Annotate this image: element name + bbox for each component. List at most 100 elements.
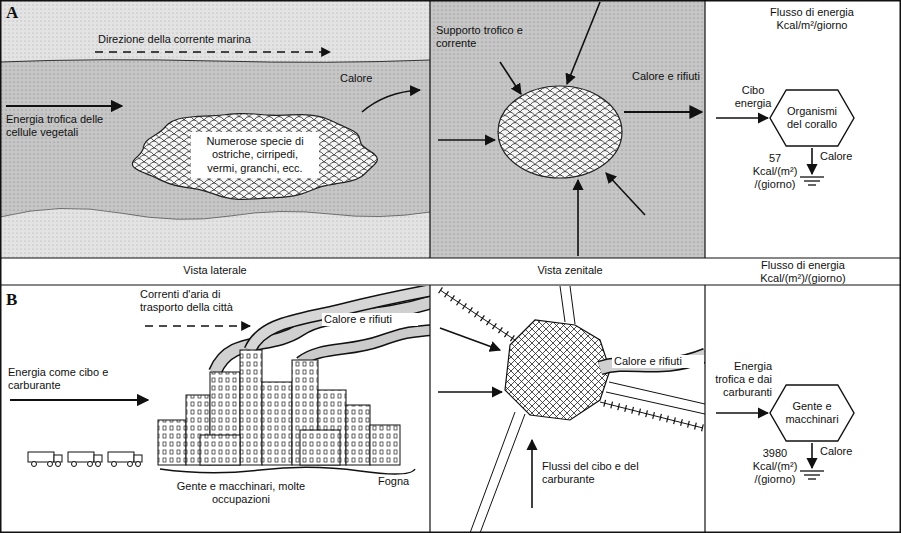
flow-arrow <box>606 173 645 215</box>
road <box>609 382 705 404</box>
flow-arrow <box>362 90 420 112</box>
view-caption: Vista zenitale <box>495 264 645 277</box>
flow-arrow <box>10 399 148 401</box>
sea-ground <box>0 0 705 258</box>
flow-arrow <box>6 52 420 112</box>
flow-arrow <box>716 117 768 119</box>
flow-arrow <box>6 105 122 107</box>
truck <box>88 462 93 467</box>
truck <box>134 455 142 462</box>
truck <box>68 452 94 462</box>
flow-arrow <box>438 2 702 256</box>
truck <box>136 462 141 467</box>
truck <box>72 462 77 467</box>
truck <box>28 452 142 467</box>
ground-symbol <box>804 474 820 475</box>
flow-arrow <box>500 62 521 94</box>
flow-label: Energia come cibo e carburante <box>8 366 128 392</box>
heat-label: Calore <box>820 445 865 458</box>
railway <box>440 290 703 428</box>
ground-symbol <box>808 478 816 479</box>
panel-frame <box>0 257 901 258</box>
population-label: Gente e macchinari, molte occupazioni <box>176 480 306 506</box>
road <box>570 286 575 324</box>
truck <box>28 452 54 462</box>
ground-symbol <box>800 176 824 177</box>
flow-arrow <box>624 111 702 113</box>
column-heading: Flusso di energia Kcal/(m²)/(giorno) <box>738 259 868 285</box>
city-top-view <box>505 320 610 420</box>
heat-label: Calore e rifiuti <box>612 355 704 368</box>
railway <box>600 402 703 428</box>
flow-arrow <box>438 391 502 393</box>
ground-symbol <box>804 180 820 181</box>
node-text: Numerose specie di ostriche, cirripedi, … <box>191 132 319 178</box>
hexagon-outline <box>770 385 854 441</box>
smoke-plume <box>600 355 705 368</box>
current-label: Direzione della corrente marina <box>98 33 318 46</box>
reef-colony: Numerose specie di ostriche, cirripedi, … <box>124 106 386 204</box>
node-text: Organismi del corallo <box>782 105 842 131</box>
sea-ground <box>0 60 430 63</box>
flow-arrow <box>95 51 330 52</box>
road <box>560 286 565 322</box>
city-top-view <box>505 320 610 420</box>
flow-arrow <box>567 2 600 84</box>
panel-letter: A <box>6 3 18 23</box>
sea-ground <box>430 0 705 258</box>
flow-arrow <box>440 328 500 350</box>
ground-symbol <box>808 184 816 185</box>
flow-arrow <box>811 443 813 468</box>
flow-label: Energia trofica delle cellule vegetali <box>6 113 131 139</box>
smoke-plume <box>250 290 430 350</box>
heat-label: Calore e rifiuti <box>632 70 702 83</box>
flow-arrow <box>531 440 533 508</box>
flow-arrow <box>716 412 768 414</box>
road <box>470 286 705 533</box>
road <box>480 414 525 533</box>
truck <box>32 462 37 467</box>
current-label: Correnti d'aria di trasporto della città <box>140 288 258 314</box>
city-buildings <box>370 425 400 465</box>
road <box>606 392 705 414</box>
city-buildings <box>240 350 262 465</box>
truck <box>68 452 102 467</box>
city-buildings <box>158 350 400 465</box>
truck <box>94 455 102 462</box>
ground-symbol <box>800 177 824 185</box>
reef-outline <box>132 114 377 200</box>
city-buildings <box>300 430 340 465</box>
truck <box>108 452 134 462</box>
flow-label: Cibo energia <box>730 84 776 110</box>
ground-symbol <box>800 470 824 471</box>
sea-ground <box>0 0 430 258</box>
truck <box>112 462 117 467</box>
flow-label: Flussi del cibo e del carburante <box>542 460 662 486</box>
flow-label: Supporto trofico e corrente <box>436 24 531 50</box>
truck <box>96 462 101 467</box>
column-heading: Flusso di energia Kcal/m²/giorno <box>752 6 872 32</box>
view-caption: Vista laterale <box>140 264 290 277</box>
panel-frame <box>429 0 430 258</box>
city-buildings <box>262 382 292 465</box>
energy-value: 3980 Kcal/(m²) /(giorno) <box>744 447 806 487</box>
heat-label: Calore <box>340 72 390 85</box>
railway <box>600 402 703 428</box>
flow-arrow <box>145 325 250 326</box>
panel-frame <box>429 285 430 533</box>
sea-ground <box>0 208 430 219</box>
flow-label: Energia trofica e dai carburanti <box>714 360 772 400</box>
flow-arrow <box>577 180 579 256</box>
panel-frame <box>0 284 901 285</box>
truck <box>54 455 62 462</box>
hexagon-outline <box>770 90 854 146</box>
truck <box>108 452 142 467</box>
energy-value: 57 Kcal/(m²) /(giorno) <box>746 152 804 192</box>
heat-label: Calore e rifiuti <box>322 313 418 326</box>
city-buildings <box>200 435 240 465</box>
city-buildings <box>158 420 186 465</box>
smoke-plume <box>600 355 705 368</box>
heat-label: Calore <box>820 150 865 163</box>
